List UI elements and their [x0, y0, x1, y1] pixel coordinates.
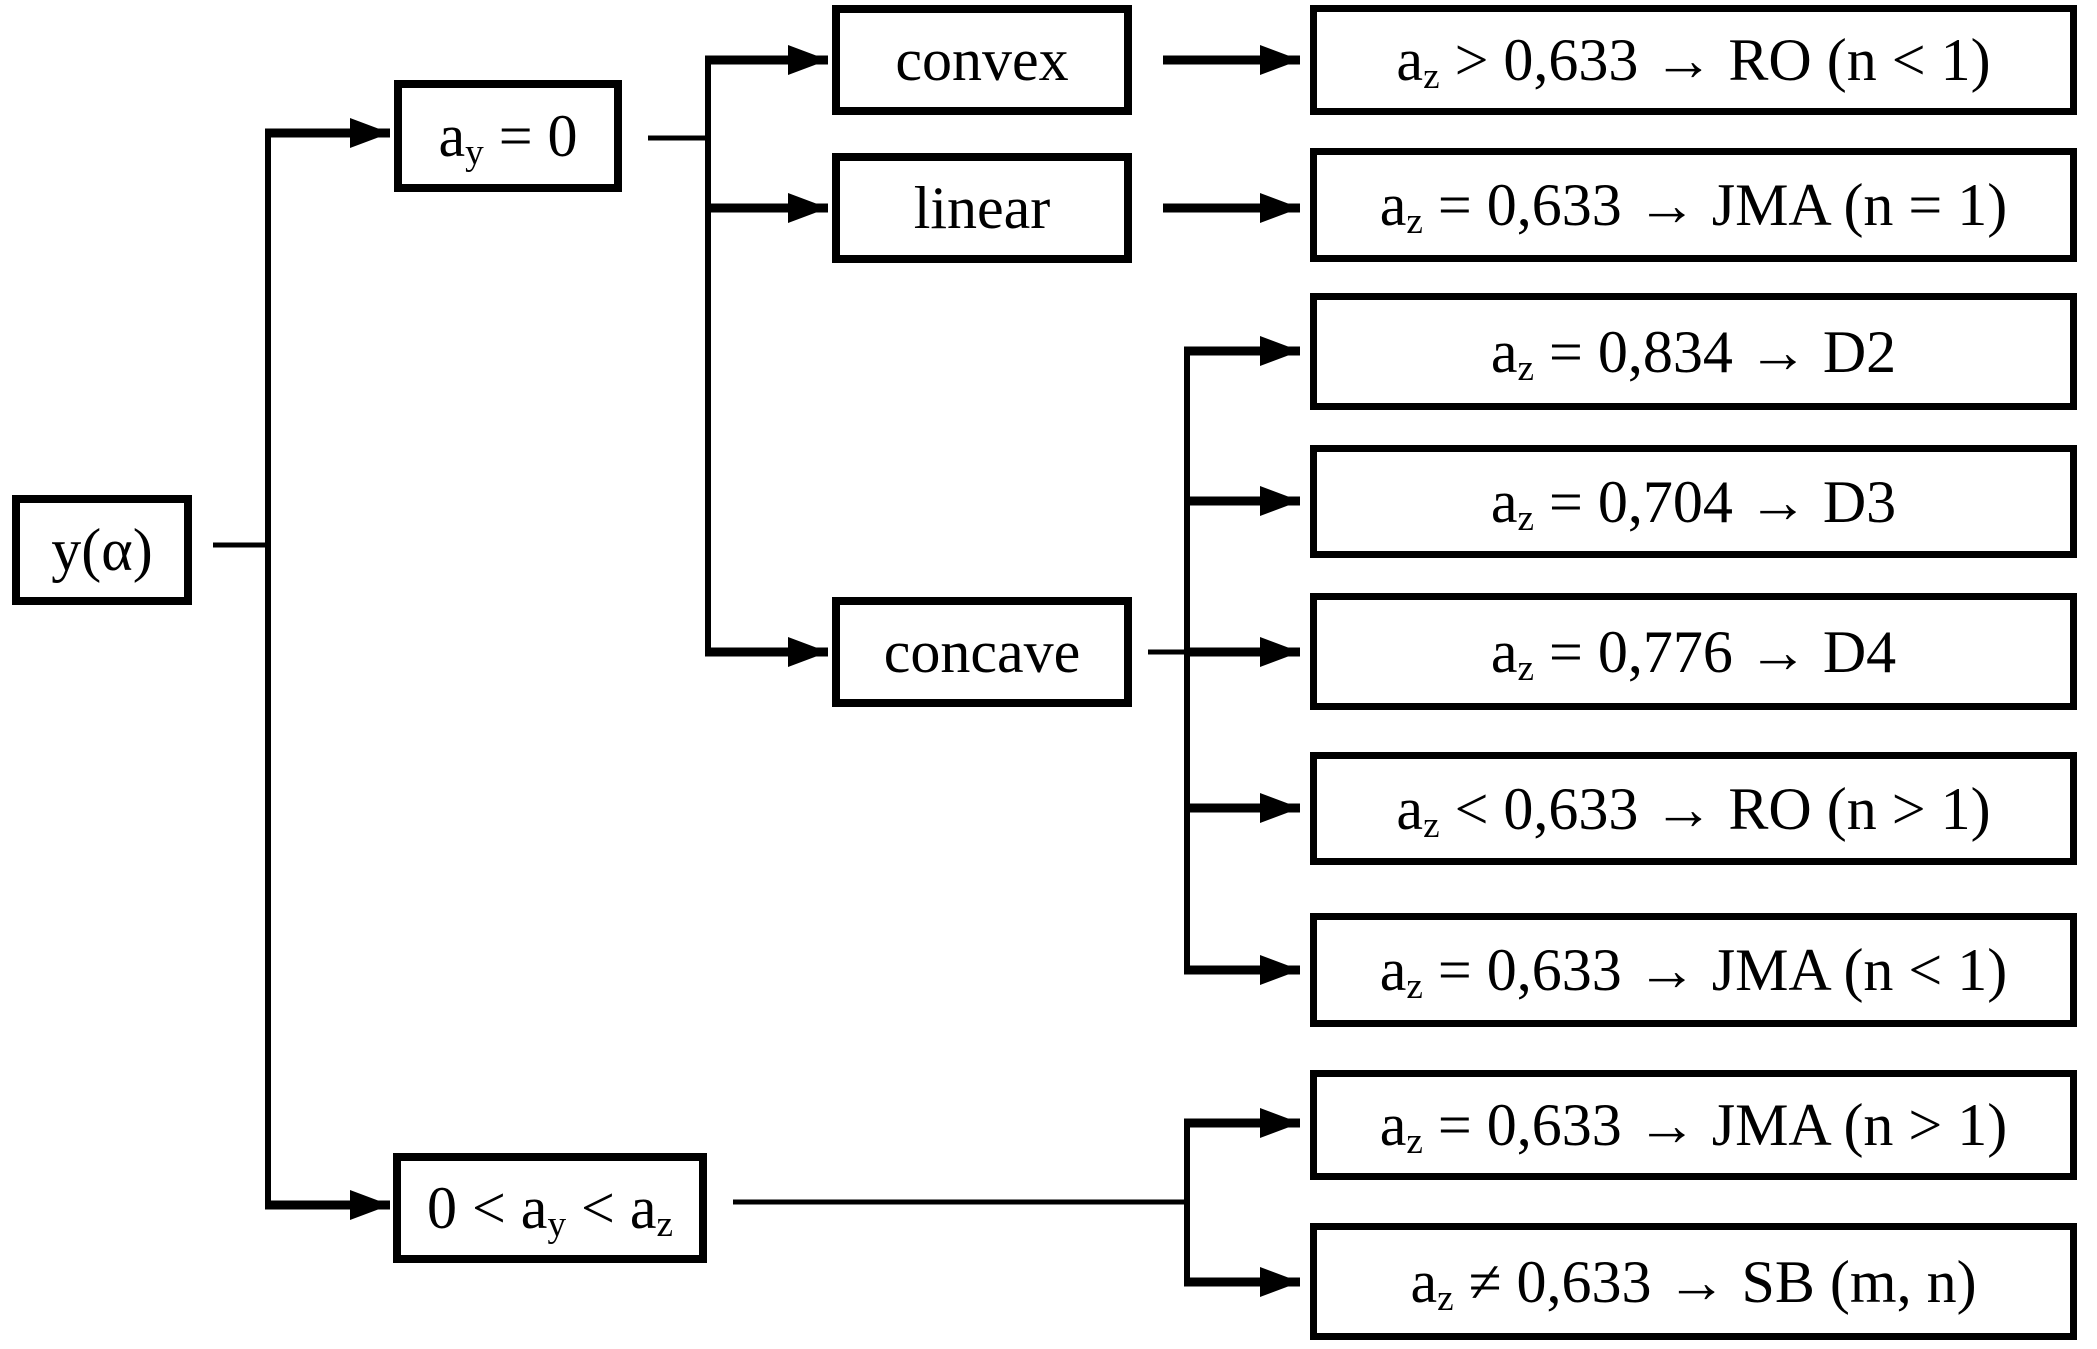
- node-0-lt-ay-lt-az-label: 0 < ay < az: [426, 1175, 673, 1243]
- node-concave: concave: [832, 597, 1132, 707]
- label-subscript: z: [1517, 647, 1534, 689]
- node-result-jma-n-gt-1: az = 0,633 → JMA (n > 1): [1310, 1070, 2077, 1180]
- node-result-d3: az = 0,704 → D3: [1310, 445, 2077, 558]
- node-0-lt-ay-lt-az: 0 < ay < az: [393, 1153, 707, 1263]
- label-text: < a: [566, 1175, 657, 1241]
- label-text: a: [1490, 618, 1518, 685]
- label-text: a: [1396, 27, 1424, 93]
- label-subscript: z: [1517, 497, 1534, 539]
- label-subscript: z: [1423, 804, 1440, 846]
- label-text: < 0,633 → RO (n > 1): [1439, 775, 1991, 842]
- node-result-ro-n-gt-1: az < 0,633 → RO (n > 1): [1310, 752, 2077, 865]
- label-text: a: [1379, 1092, 1407, 1158]
- node-result-ro-n-lt-1: az > 0,633 → RO (n < 1): [1310, 5, 2077, 115]
- label-text: = 0,776 → D4: [1533, 618, 1897, 685]
- label-text: ≠ 0,633 → SB (m, n): [1453, 1248, 1977, 1315]
- label-subscript: z: [1437, 1277, 1454, 1319]
- label-text: a: [1410, 1248, 1438, 1315]
- label-text: a: [1379, 937, 1407, 1003]
- node-y-alpha: y(α): [12, 495, 192, 605]
- result-label: az = 0,633 → JMA (n > 1): [1379, 1092, 2008, 1160]
- label-text: = 0,834 → D2: [1533, 318, 1897, 385]
- node-ay-equals-0: ay = 0: [394, 80, 622, 192]
- label-text: concave: [883, 619, 1081, 685]
- label-text: a: [438, 103, 466, 169]
- label-subscript: z: [656, 1204, 674, 1246]
- label-text: a: [1490, 318, 1518, 385]
- result-label: az = 0,834 → D2: [1490, 318, 1897, 387]
- label-text: 0 < a: [426, 1175, 548, 1241]
- label-text: a: [1379, 172, 1407, 238]
- node-result-d4: az = 0,776 → D4: [1310, 593, 2077, 710]
- label-text: = 0,633 → JMA (n > 1): [1422, 1092, 2008, 1158]
- label-text: y(α): [51, 517, 153, 583]
- result-label: az = 0,776 → D4: [1490, 618, 1897, 687]
- node-convex: convex: [832, 5, 1132, 115]
- result-label: az < 0,633 → RO (n > 1): [1396, 775, 1991, 844]
- node-y-alpha-label: y(α): [51, 520, 152, 580]
- label-subscript: z: [1517, 347, 1534, 389]
- result-label: az ≠ 0,633 → SB (m, n): [1410, 1248, 1977, 1317]
- node-result-sb: az ≠ 0,633 → SB (m, n): [1310, 1223, 2077, 1340]
- result-label: az = 0,633 → JMA (n < 1): [1379, 937, 2008, 1005]
- result-label: az = 0,704 → D3: [1490, 468, 1897, 537]
- label-subscript: z: [1406, 1121, 1423, 1163]
- node-convex-label: convex: [895, 30, 1068, 90]
- label-text: = 0,704 → D3: [1533, 468, 1897, 535]
- label-subscript: z: [1406, 966, 1423, 1008]
- node-result-jma-n-lt-1: az = 0,633 → JMA (n < 1): [1310, 913, 2077, 1027]
- label-text: = 0: [483, 103, 578, 169]
- node-result-d2: az = 0,834 → D2: [1310, 293, 2077, 410]
- label-text: linear: [913, 175, 1051, 241]
- label-text: = 0,633 → JMA (n = 1): [1422, 172, 2008, 238]
- result-label: az > 0,633 → RO (n < 1): [1396, 27, 1991, 95]
- node-ay-equals-0-label: ay = 0: [438, 103, 578, 171]
- node-concave-label: concave: [884, 622, 1081, 682]
- label-subscript: z: [1423, 56, 1440, 98]
- node-linear: linear: [832, 153, 1132, 263]
- label-text: > 0,633 → RO (n < 1): [1439, 27, 1991, 93]
- label-text: a: [1490, 468, 1518, 535]
- result-label: az = 0,633 → JMA (n = 1): [1379, 172, 2008, 240]
- node-result-jma-n-eq-1: az = 0,633 → JMA (n = 1): [1310, 148, 2077, 262]
- node-linear-label: linear: [914, 178, 1051, 238]
- label-subscript: y: [465, 132, 484, 174]
- label-subscript: y: [547, 1204, 567, 1246]
- label-subscript: z: [1406, 201, 1423, 243]
- label-text: = 0,633 → JMA (n < 1): [1422, 937, 2008, 1003]
- label-text: a: [1396, 775, 1424, 842]
- label-text: convex: [895, 27, 1069, 93]
